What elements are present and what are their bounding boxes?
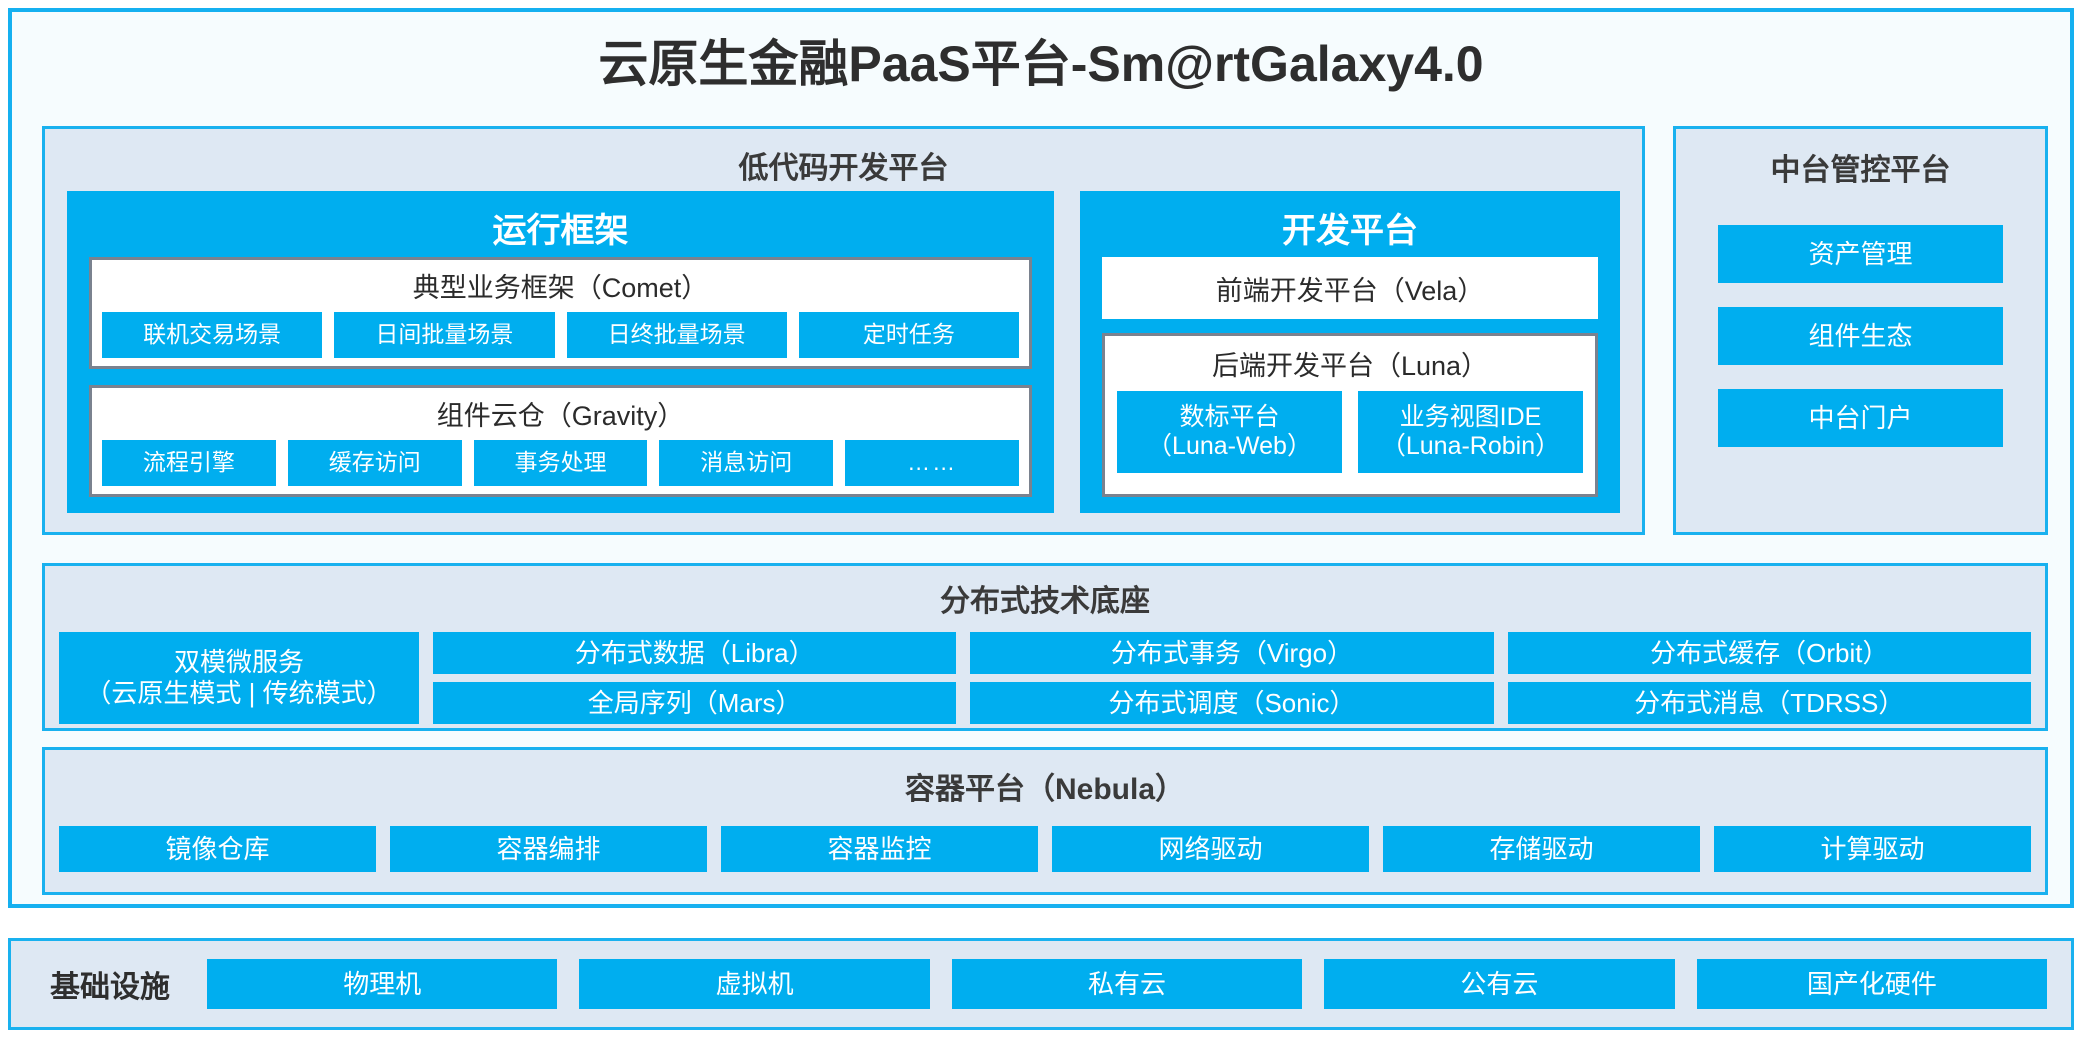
infrastructure-label: 基础设施 [50,971,170,1004]
luna-item-line2: （Luna-Robin） [1380,432,1561,460]
container-item-orchestration[interactable]: 容器编排 [390,826,707,872]
comet-item[interactable]: 联机交易场景 [102,312,323,358]
distributed-base-body: 双模微服务 （云原生模式 | 传统模式） 分布式数据（Libra） 全局序列（M… [45,620,2045,724]
midplatform-items-list: 资产管理 组件生态 中台门户 [1676,189,2045,447]
distributed-column-1: 分布式数据（Libra） 全局序列（Mars） [433,632,957,724]
infrastructure-item-domestic-hardware[interactable]: 国产化硬件 [1696,959,2048,1009]
gravity-item[interactable]: 流程引擎 [102,440,276,486]
dual-mode-line1: 双模微服务 [173,647,304,678]
distributed-base-title: 分布式技术底座 [940,585,1150,618]
infrastructure-panel: 基础设施 物理机 虚拟机 私有云 公有云 国产化硬件 [8,938,2074,1030]
main-frame: 云原生金融PaaS平台-Sm@rtGalaxy4.0 低代码开发平台 运行框架 … [8,8,2074,908]
container-item-monitoring[interactable]: 容器监控 [721,826,1038,872]
midplatform-control-panel: 中台管控平台 资产管理 组件生态 中台门户 [1673,126,2048,535]
luna-item-luna-web[interactable]: 数标平台 （Luna-Web） [1117,391,1342,473]
container-item-storage-driver[interactable]: 存储驱动 [1383,826,1700,872]
dev-platform-title: 开发平台 [1282,212,1418,250]
midplatform-item-asset-management[interactable]: 资产管理 [1718,225,2003,283]
lowcode-platform-title: 低代码开发平台 [738,152,949,185]
luna-item-line1: 数标平台 [1179,402,1280,431]
distributed-column-2: 分布式事务（Virgo） 分布式调度（Sonic） [970,632,1494,724]
container-items-row: 镜像仓库 容器编排 容器监控 网络驱动 存储驱动 计算驱动 [45,808,2045,872]
runtime-framework-block: 运行框架 典型业务框架（Comet） 联机交易场景 日间批量场景 日终批量场景 … [67,191,1054,513]
infrastructure-items-row: 物理机 虚拟机 私有云 公有云 国产化硬件 [207,959,2048,1009]
comet-item[interactable]: 日间批量场景 [334,312,555,358]
gravity-repository-title: 组件云仓（Gravity） [436,401,685,431]
container-item-image-registry[interactable]: 镜像仓库 [59,826,376,872]
container-item-network-driver[interactable]: 网络驱动 [1052,826,1369,872]
gravity-item[interactable]: 消息访问 [659,440,834,486]
luna-backend-title: 后端开发平台（Luna） [1211,351,1489,381]
gravity-items-row: 流程引擎 缓存访问 事务处理 消息访问 …… [92,440,1029,486]
container-platform-title: 容器平台（Nebula） [904,773,1186,806]
luna-items-row: 数标平台 （Luna-Web） 业务视图IDE （Luna-Robin） [1105,391,1595,473]
gravity-item[interactable]: 缓存访问 [287,440,462,486]
luna-item-line2: （Luna-Web） [1147,432,1312,460]
lowcode-platform-panel: 低代码开发平台 运行框架 典型业务框架（Comet） 联机交易场景 日间批量场景… [42,126,1645,535]
distributed-item-orbit[interactable]: 分布式缓存（Orbit） [1507,632,2031,674]
comet-framework-title: 典型业务框架（Comet） [412,273,709,303]
luna-item-line1: 业务视图IDE [1399,402,1542,431]
container-platform-panel: 容器平台（Nebula） 镜像仓库 容器编排 容器监控 网络驱动 存储驱动 计算… [42,747,2048,895]
distributed-item-libra[interactable]: 分布式数据（Libra） [433,632,957,674]
distributed-column-3: 分布式缓存（Orbit） 分布式消息（TDRSS） [1507,632,2031,724]
page-title: 云原生金融PaaS平台-Sm@rtGalaxy4.0 [598,36,1484,92]
infrastructure-item-virtual-machine[interactable]: 虚拟机 [579,959,930,1009]
gravity-repository-box: 组件云仓（Gravity） 流程引擎 缓存访问 事务处理 消息访问 …… [89,385,1032,497]
distributed-item-virgo[interactable]: 分布式事务（Virgo） [970,632,1494,674]
infrastructure-item-public-cloud[interactable]: 公有云 [1324,959,1675,1009]
midplatform-control-title: 中台管控平台 [1770,154,1951,187]
comet-framework-box: 典型业务框架（Comet） 联机交易场景 日间批量场景 日终批量场景 定时任务 [89,257,1032,369]
midplatform-item-component-ecosystem[interactable]: 组件生态 [1718,307,2003,365]
luna-backend-box: 后端开发平台（Luna） 数标平台 （Luna-Web） 业务视图IDE （Lu… [1102,333,1598,497]
vela-frontend-box[interactable]: 前端开发平台（Vela） [1102,257,1598,319]
distributed-item-tdrss[interactable]: 分布式消息（TDRSS） [1507,682,2031,724]
dual-mode-microservice-wrapper: 双模微服务 （云原生模式 | 传统模式） [59,632,419,724]
distributed-item-sonic[interactable]: 分布式调度（Sonic） [970,682,1494,724]
infrastructure-item-physical-machine[interactable]: 物理机 [207,959,558,1009]
dual-mode-microservice-box[interactable]: 双模微服务 （云原生模式 | 传统模式） [59,632,419,724]
infrastructure-item-private-cloud[interactable]: 私有云 [951,959,1303,1009]
luna-item-luna-robin[interactable]: 业务视图IDE （Luna-Robin） [1358,391,1583,473]
distributed-item-mars[interactable]: 全局序列（Mars） [433,682,957,724]
dual-mode-line2: （云原生模式 | 传统模式） [85,678,393,708]
comet-item[interactable]: 定时任务 [798,312,1019,358]
comet-item[interactable]: 日终批量场景 [566,312,787,358]
runtime-framework-title: 运行框架 [492,212,629,250]
gravity-item[interactable]: 事务处理 [473,440,648,486]
comet-items-row: 联机交易场景 日间批量场景 日终批量场景 定时任务 [92,312,1029,358]
midplatform-item-portal[interactable]: 中台门户 [1718,389,2003,447]
container-item-compute-driver[interactable]: 计算驱动 [1714,826,2031,872]
gravity-item-more[interactable]: …… [845,440,1019,486]
distributed-base-panel: 分布式技术底座 双模微服务 （云原生模式 | 传统模式） 分布式数据（Libra… [42,563,2048,731]
dev-platform-block: 开发平台 前端开发平台（Vela） 后端开发平台（Luna） 数标平台 （Lun… [1080,191,1620,513]
